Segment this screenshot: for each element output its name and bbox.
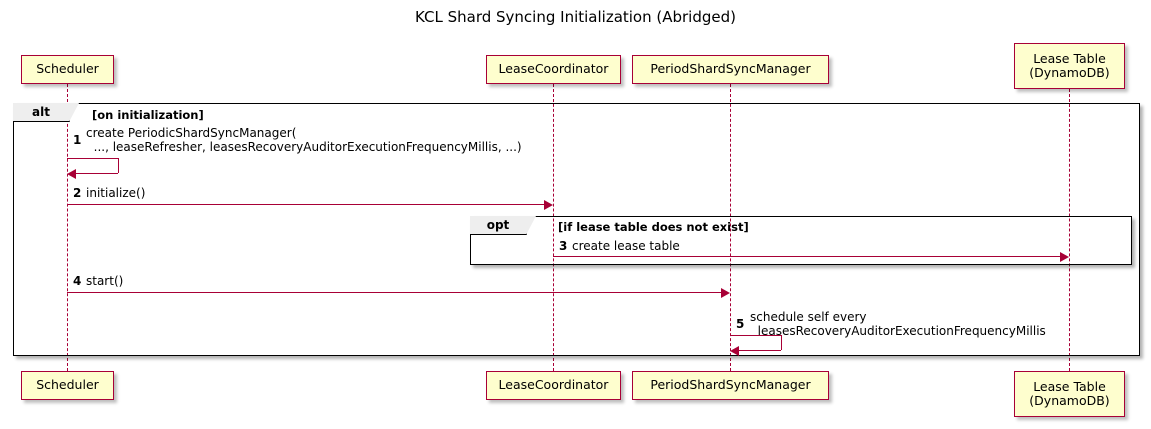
lifeline-scheduler xyxy=(67,84,68,371)
participant-scheduler-top-label: Scheduler xyxy=(36,61,99,77)
message-1-text-line2: ..., leaseRefresher, leasesRecoveryAudit… xyxy=(86,140,522,154)
fragment-opt-operator-tab: opt xyxy=(470,216,536,235)
participant-scheduler-top[interactable]: Scheduler xyxy=(21,55,114,84)
message-5-self-right xyxy=(781,335,782,350)
message-5-self-bottom xyxy=(738,350,781,351)
fragment-alt-guard-label: [on initialization] xyxy=(92,108,204,122)
participant-lease-table-top-label: Lease Table (DynamoDB) xyxy=(1029,50,1110,80)
lifeline-lease-table xyxy=(1069,89,1070,371)
message-5-number: 5 xyxy=(736,317,745,331)
message-1-number: 1 xyxy=(73,133,82,147)
lifeline-period-shard-sync-manager xyxy=(730,84,731,371)
participant-period-shard-sync-manager-bottom[interactable]: PeriodShardSyncManager xyxy=(632,371,829,400)
message-2-text-line1: initialize() xyxy=(86,186,146,200)
participant-lease-coordinator-bottom[interactable]: LeaseCoordinator xyxy=(486,371,621,400)
participant-lease-table-bottom-label: Lease Table (DynamoDB) xyxy=(1029,378,1110,408)
participant-period-shard-sync-manager-bottom-label: PeriodShardSyncManager xyxy=(650,377,811,393)
participant-scheduler-bottom-label: Scheduler xyxy=(36,377,99,393)
message-3-number: 3 xyxy=(559,239,568,253)
message-4-arrowhead xyxy=(721,288,730,298)
participant-lease-table-top[interactable]: Lease Table (DynamoDB) xyxy=(1014,43,1125,89)
message-3-arrowhead xyxy=(1060,252,1069,262)
fragment-alt-operator-tab: alt xyxy=(13,103,79,122)
page-title: KCL Shard Syncing Initialization (Abridg… xyxy=(415,8,736,26)
fragment-opt-lease-table xyxy=(470,216,1132,265)
participant-lease-coordinator-bottom-label: LeaseCoordinator xyxy=(498,377,609,393)
participant-period-shard-sync-manager-top-label: PeriodShardSyncManager xyxy=(650,61,811,77)
message-3-line xyxy=(553,256,1060,257)
message-1-self-right xyxy=(118,158,119,173)
fragment-alt-on-initialization xyxy=(13,103,1140,356)
message-5-text-line2: leasesRecoveryAuditorExecutionFrequencyM… xyxy=(750,324,1046,338)
participant-lease-coordinator-top-label: LeaseCoordinator xyxy=(498,61,609,77)
message-5-text-line1: schedule self every xyxy=(750,310,867,324)
participant-lease-table-bottom[interactable]: Lease Table (DynamoDB) xyxy=(1014,371,1125,417)
participant-period-shard-sync-manager-top[interactable]: PeriodShardSyncManager xyxy=(632,55,829,84)
message-2-number: 2 xyxy=(73,186,82,200)
message-2-arrowhead xyxy=(544,200,553,210)
fragment-opt-operator-label: opt xyxy=(486,218,510,232)
message-1-arrowhead xyxy=(67,169,76,179)
message-5-self-top xyxy=(730,335,781,336)
message-1-self-bottom xyxy=(75,173,118,174)
participant-scheduler-bottom[interactable]: Scheduler xyxy=(21,371,114,400)
message-3-text-line1: create lease table xyxy=(572,239,680,253)
message-1-self-top xyxy=(67,158,118,159)
message-4-number: 4 xyxy=(73,274,82,288)
lifeline-lease-coordinator xyxy=(553,84,554,371)
message-4-text-line1: start() xyxy=(86,274,124,288)
message-5-arrowhead xyxy=(730,346,739,356)
message-1-text-line1: create PeriodicShardSyncManager( xyxy=(86,126,297,140)
fragment-opt-guard-label: [if lease table does not exist] xyxy=(558,220,749,234)
message-4-line xyxy=(67,292,721,293)
message-2-line xyxy=(67,204,544,205)
participant-lease-coordinator-top[interactable]: LeaseCoordinator xyxy=(486,55,621,84)
fragment-alt-operator-label: alt xyxy=(32,105,50,119)
